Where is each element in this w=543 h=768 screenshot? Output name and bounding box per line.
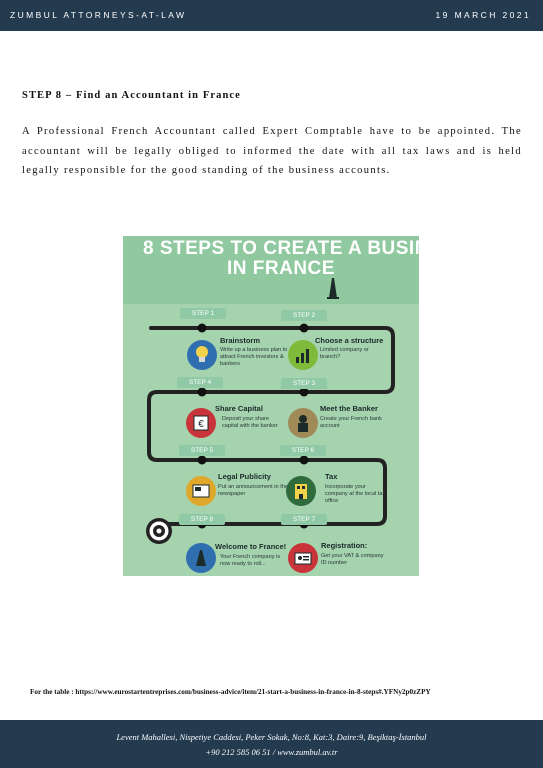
section-body: A Professional French Accountant called … [22,126,522,176]
step-3-badge: STEP 3 [281,378,327,389]
section-heading: STEP 8 – Find an Accountant in France [22,90,241,101]
id-card-icon [288,543,318,573]
infographic-graphics [123,236,419,544]
step-4-badge: STEP 4 [177,377,223,388]
footer-contact: +90 212 585 06 51 / www.zumbul.av.tr [205,747,338,757]
step-4-desc: Deposit your share capital with the bank… [222,416,278,429]
step-8-desc: Your French company is now ready to roll… [220,554,281,567]
step-7-title: Registration: [321,541,368,550]
document-date: 19 MARCH 2021 [435,10,531,20]
step-7-desc: Get your VAT & company ID number [321,553,384,566]
step-path [147,326,395,526]
step-3-desc: Create your French bank account [320,416,382,429]
euro-icon: € [186,408,216,438]
step-1-badge: STEP 1 [180,308,226,319]
building-icon [286,476,316,506]
step-2-badge: STEP 2 [281,310,327,321]
source-note: For the table : https://www.eurostartent… [30,688,431,696]
title-band [123,236,419,304]
infographic-title-line2: IN FRANCE [227,258,335,279]
firm-name: ZUMBUL ATTORNEYS-AT-LAW [10,10,187,20]
step-8-title: Welcome to France! [215,542,287,551]
step-2-desc: Limited company or branch? [320,347,369,360]
step-4-title: Share Capital [215,404,263,413]
eiffel-tower-icon [327,278,339,299]
eiffel-tower-icon [186,543,216,573]
lightbulb-icon [187,340,217,370]
banker-icon [288,408,318,438]
step-7-badge: STEP 7 [281,514,327,525]
step-2-title: Choose a structure [315,336,384,345]
step-6-desc: Incorporate your company at the local ta… [325,484,386,504]
step-8-badge: STEP 8 [179,514,225,525]
infographic: 8 STEPS TO CREATE A BUSINESS IN FRANCE S… [123,236,419,576]
footer-bar: Levent Mahallesi, Nispetiye Caddesi, Pek… [0,720,543,768]
step-1-title: Brainstorm [220,336,261,345]
growth-chart-icon [288,340,318,370]
step-1-desc: Write up a business plan to attract Fren… [220,347,288,367]
step-3-title: Meet the Banker [320,404,378,413]
infographic-title-line1: 8 STEPS TO CREATE A BUSINESS [143,238,419,259]
step-5-desc: Put an announcement in the newspaper [218,484,288,497]
step-5-badge: STEP 5 [179,445,225,456]
header-bar: ZUMBUL ATTORNEYS-AT-LAW 19 MARCH 2021 [0,0,543,31]
step-5-title: Legal Publicity [218,472,271,481]
target-icon [146,518,172,544]
svg-text:€: € [198,419,204,430]
newspaper-icon [186,476,216,506]
footer-address: Levent Mahallesi, Nispetiye Caddesi, Pek… [116,732,427,742]
step-6-badge: STEP 6 [280,445,326,456]
step-6-title: Tax [325,472,338,481]
